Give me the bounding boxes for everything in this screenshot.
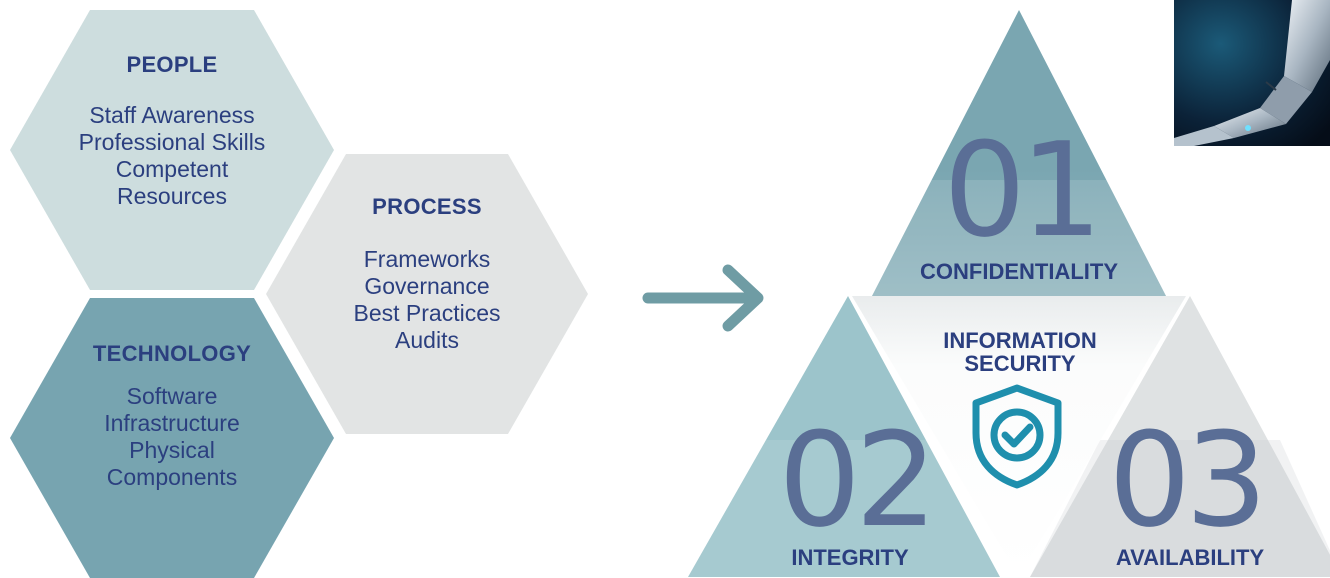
process-items: Frameworks Governance Best Practices Aud… xyxy=(296,246,558,354)
center-title-line: SECURITY xyxy=(964,351,1076,376)
shield-check-icon xyxy=(972,384,1062,489)
people-items: Staff Awareness Professional Skills Comp… xyxy=(40,102,304,210)
integrity-label: INTEGRITY xyxy=(791,545,909,570)
technology-title: TECHNOLOGY xyxy=(92,341,252,366)
technology-item: Physical xyxy=(129,437,215,463)
process-item: Best Practices xyxy=(353,300,501,326)
process-content: PROCESS Frameworks Governance Best Pract… xyxy=(296,194,558,354)
process-item: Frameworks xyxy=(363,246,491,272)
technology-items: Software Infrastructure Physical Compone… xyxy=(40,383,304,491)
people-content: PEOPLE Staff Awareness Professional Skil… xyxy=(40,52,304,210)
technology-item: Components xyxy=(106,464,238,490)
process-hexagon xyxy=(266,154,588,434)
integrity-triangle xyxy=(688,296,1000,577)
center-title: INFORMATION SECURITY xyxy=(900,329,1140,375)
availability-label: AVAILABILITY xyxy=(1115,545,1265,570)
people-item: Staff Awareness xyxy=(89,102,255,128)
people-item: Resources xyxy=(117,183,227,209)
availability-triangle xyxy=(1030,296,1330,577)
integrity-number: 02 xyxy=(778,404,937,556)
availability-number: 03 xyxy=(1108,404,1267,556)
robot-hand-icon xyxy=(1174,0,1330,146)
process-title: PROCESS xyxy=(372,194,482,219)
people-item: Competent xyxy=(115,156,229,182)
technology-hexagon xyxy=(10,298,334,578)
arrow-right-icon xyxy=(642,264,764,332)
people-title: PEOPLE xyxy=(126,52,218,77)
process-item: Audits xyxy=(395,327,459,353)
technology-content: TECHNOLOGY Software Infrastructure Physi… xyxy=(40,341,304,491)
people-hexagon xyxy=(10,10,334,290)
center-title-line: INFORMATION xyxy=(943,328,1097,353)
people-item: Professional Skills xyxy=(78,129,266,155)
confidentiality-label: CONFIDENTIALITY xyxy=(920,259,1118,284)
confidentiality-number: 01 xyxy=(943,114,1102,266)
technology-item: Software xyxy=(126,383,218,409)
process-item: Governance xyxy=(364,273,490,299)
technology-item: Infrastructure xyxy=(104,410,240,436)
